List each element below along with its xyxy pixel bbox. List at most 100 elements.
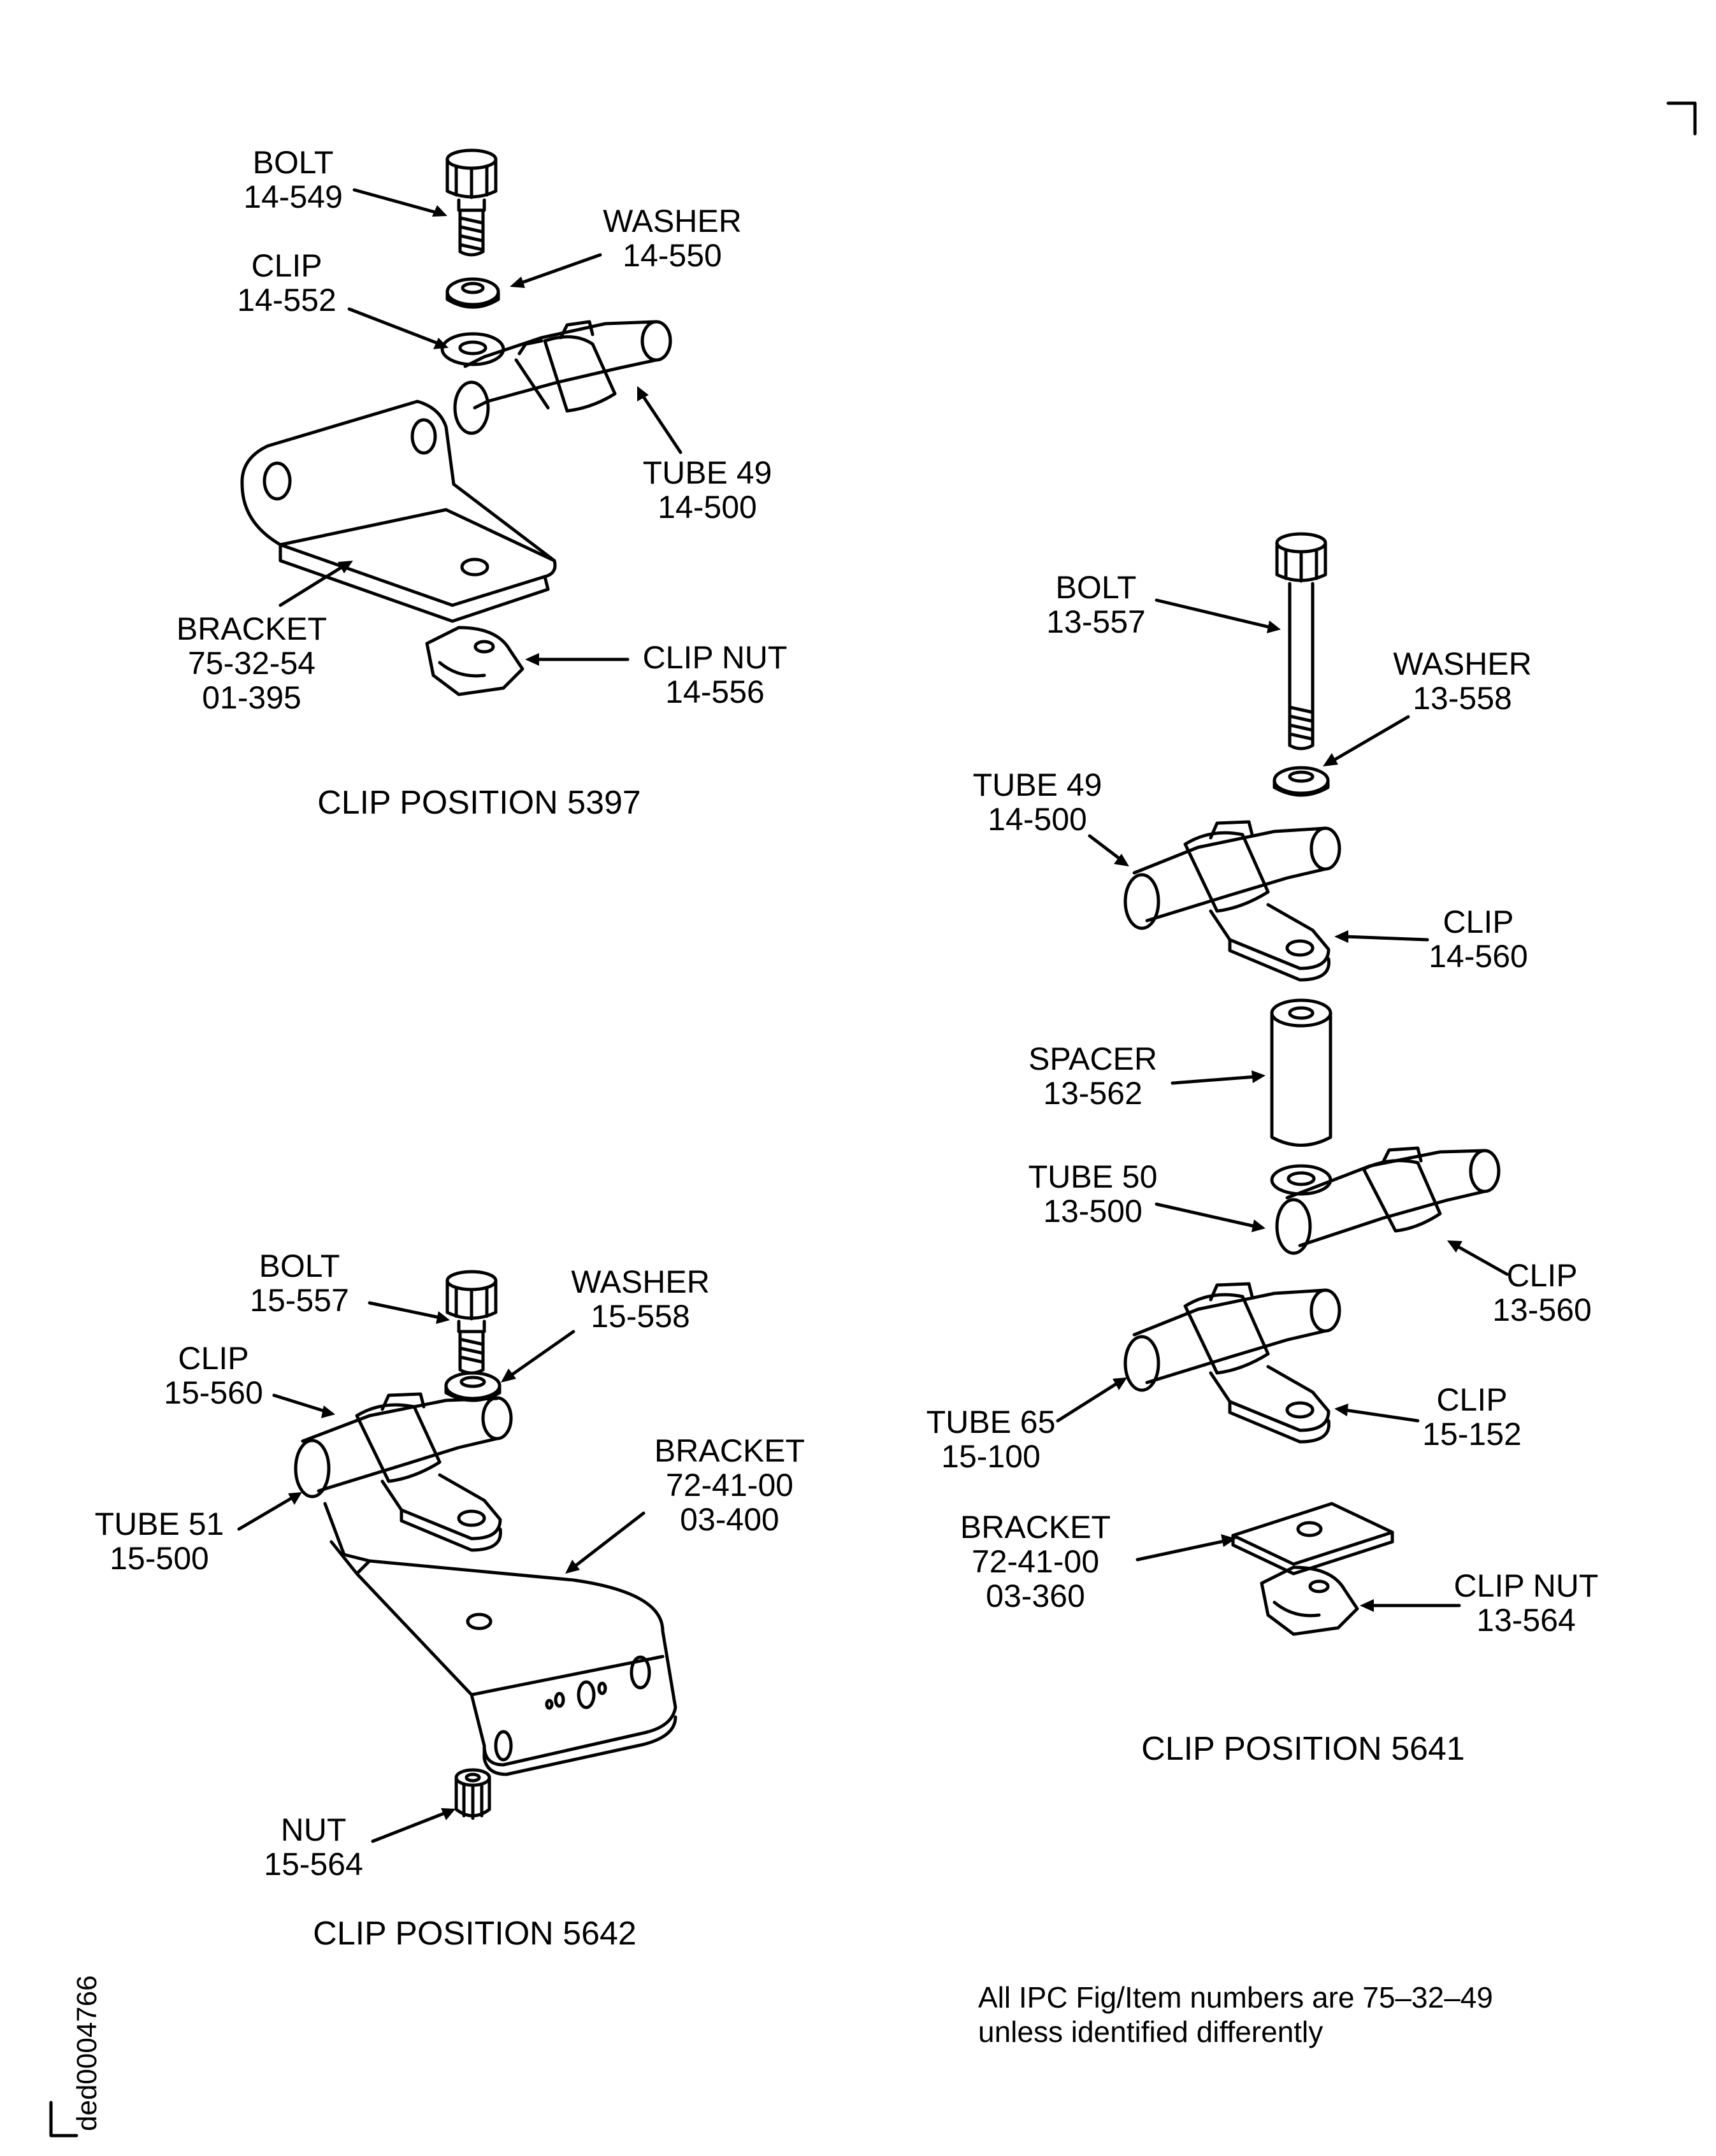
clip-tube-13-560 bbox=[1270, 1146, 1501, 1255]
arrowhead bbox=[1447, 1240, 1462, 1253]
label-spacer-13-562: SPACER 13-562 bbox=[1028, 1042, 1157, 1110]
leader-nut-15-564 bbox=[371, 1811, 448, 1843]
part-name: BOLT bbox=[259, 1248, 340, 1284]
arrowhead bbox=[433, 338, 449, 349]
arrowhead bbox=[565, 1560, 580, 1574]
label-clip-14-552: CLIP 14-552 bbox=[237, 248, 336, 317]
leader-bracket-03-360 bbox=[1136, 1539, 1229, 1562]
part-number: 13-558 bbox=[1413, 680, 1512, 716]
bolt-14-549 bbox=[445, 148, 498, 257]
part-name: TUBE 50 bbox=[1028, 1159, 1158, 1195]
clip-tube-14 bbox=[440, 320, 672, 435]
leader-clip-14-552 bbox=[347, 307, 442, 346]
leader-bolt-13-557 bbox=[1155, 598, 1273, 629]
caption-clip-position-5641: CLIP POSITION 5641 bbox=[1141, 1730, 1465, 1767]
label-bolt-15-557: BOLT 15-557 bbox=[250, 1249, 349, 1318]
label-washer-13-558: WASHER 13-558 bbox=[1393, 647, 1532, 715]
label-bolt-13-557: BOLT 13-557 bbox=[1046, 570, 1146, 639]
bolt-13-557 bbox=[1275, 532, 1327, 751]
arrowhead bbox=[1334, 930, 1348, 943]
part-number: 13-562 bbox=[1043, 1075, 1143, 1111]
ipc-note-line2: unless identified differently bbox=[978, 2015, 1323, 2048]
arrowhead bbox=[525, 653, 539, 666]
leader-tube-15-100 bbox=[1056, 1381, 1120, 1423]
part-number: 03-400 bbox=[680, 1502, 779, 1537]
part-number: 14-500 bbox=[658, 489, 757, 525]
caption-clip-position-5397: CLIP POSITION 5397 bbox=[317, 784, 641, 821]
bolt-15-557 bbox=[445, 1270, 498, 1375]
part-number: 75-32-54 bbox=[187, 645, 316, 681]
corner-mark-bottom bbox=[49, 2101, 78, 2138]
part-number: 15-557 bbox=[250, 1283, 349, 1318]
part-number: 72-41-00 bbox=[971, 1544, 1100, 1579]
arrowhead bbox=[1114, 854, 1129, 866]
label-bracket-72-41-00-03-400: BRACKET 72-41-00 03-400 bbox=[654, 1434, 805, 1537]
part-number: 15-558 bbox=[591, 1298, 690, 1334]
label-clip-13-560: CLIP 13-560 bbox=[1492, 1258, 1592, 1327]
part-name: BOLT bbox=[252, 145, 334, 180]
arrowhead bbox=[338, 561, 353, 573]
washer-14-550 bbox=[445, 277, 500, 309]
label-tube50-13-500: TUBE 50 13-500 bbox=[1028, 1160, 1158, 1228]
arrowhead bbox=[1267, 621, 1281, 633]
arrowhead bbox=[637, 386, 649, 401]
part-number: 14-552 bbox=[237, 282, 336, 318]
arrowhead bbox=[1360, 1599, 1374, 1612]
bracket-03-360 bbox=[1231, 1502, 1394, 1576]
assembly-5641 bbox=[1056, 532, 1509, 1636]
label-bracket-75-32-54: BRACKET 75-32-54 01-395 bbox=[177, 612, 327, 715]
part-number: 01-395 bbox=[202, 680, 301, 715]
part-name: CLIP bbox=[1436, 1382, 1508, 1418]
leader-clip-15-560 bbox=[272, 1393, 327, 1413]
clip-tube-14-560 bbox=[1123, 820, 1341, 982]
part-name: CLIP bbox=[178, 1340, 249, 1376]
label-clipnut-13-564: CLIP NUT 13-564 bbox=[1454, 1569, 1599, 1637]
part-number: 13-564 bbox=[1476, 1602, 1576, 1638]
part-number: 15-500 bbox=[110, 1541, 209, 1576]
part-name: NUT bbox=[280, 1812, 347, 1848]
assembly-5642 bbox=[237, 1270, 677, 1843]
leader-spacer-13-562 bbox=[1171, 1075, 1257, 1085]
label-washer-15-558: WASHER 15-558 bbox=[571, 1265, 710, 1333]
part-name: WASHER bbox=[603, 203, 742, 239]
arrowhead bbox=[1334, 1404, 1348, 1416]
label-washer-14-550: WASHER 14-550 bbox=[603, 204, 742, 273]
part-number: 72-41-00 bbox=[665, 1467, 794, 1503]
arrowhead bbox=[1251, 1219, 1265, 1232]
label-tube49-14-500: TUBE 49 14-500 bbox=[643, 456, 772, 524]
part-name: TUBE 51 bbox=[94, 1506, 224, 1542]
bracket-72-41-00-03-400 bbox=[323, 1502, 677, 1776]
part-name: CLIP NUT bbox=[1453, 1568, 1599, 1604]
leader-tube-15-500 bbox=[237, 1495, 295, 1531]
label-clip-14-560: CLIP 14-560 bbox=[1429, 905, 1528, 974]
part-name: TUBE 49 bbox=[972, 767, 1102, 803]
part-name: CLIP bbox=[1506, 1258, 1578, 1293]
part-name: SPACER bbox=[1028, 1041, 1157, 1077]
arrowhead bbox=[432, 205, 447, 217]
part-number: 13-560 bbox=[1492, 1292, 1592, 1328]
arrowhead bbox=[441, 1808, 456, 1820]
arrowhead bbox=[1221, 1534, 1236, 1547]
leader-clip-15-152 bbox=[1343, 1408, 1420, 1423]
arrowhead bbox=[321, 1405, 335, 1418]
arrowhead bbox=[1113, 1377, 1127, 1390]
arrowhead bbox=[510, 277, 525, 288]
washer-15-558 bbox=[444, 1371, 501, 1402]
nut-15-564 bbox=[454, 1768, 491, 1820]
part-name: BOLT bbox=[1055, 570, 1137, 605]
label-bolt-14-549: BOLT 14-549 bbox=[243, 145, 343, 214]
leader-bracket-75 bbox=[278, 564, 346, 607]
part-name: BRACKET bbox=[176, 611, 328, 647]
part-number: 14-560 bbox=[1429, 938, 1528, 974]
arrowhead bbox=[1323, 753, 1338, 766]
part-number: 13-557 bbox=[1046, 604, 1146, 640]
ipc-note-line1: All IPC Fig/Item numbers are 75–32–49 bbox=[978, 1981, 1493, 2014]
leader-bracket-03-400 bbox=[572, 1511, 645, 1569]
clip-nut-13-564 bbox=[1260, 1565, 1359, 1636]
part-number: 03-360 bbox=[986, 1578, 1085, 1614]
label-clip-15-152: CLIP 15-152 bbox=[1422, 1383, 1522, 1451]
leader-bolt-14-549 bbox=[352, 188, 442, 215]
document-id: ded0004766 bbox=[71, 1975, 103, 2131]
arrowhead bbox=[501, 1369, 516, 1383]
